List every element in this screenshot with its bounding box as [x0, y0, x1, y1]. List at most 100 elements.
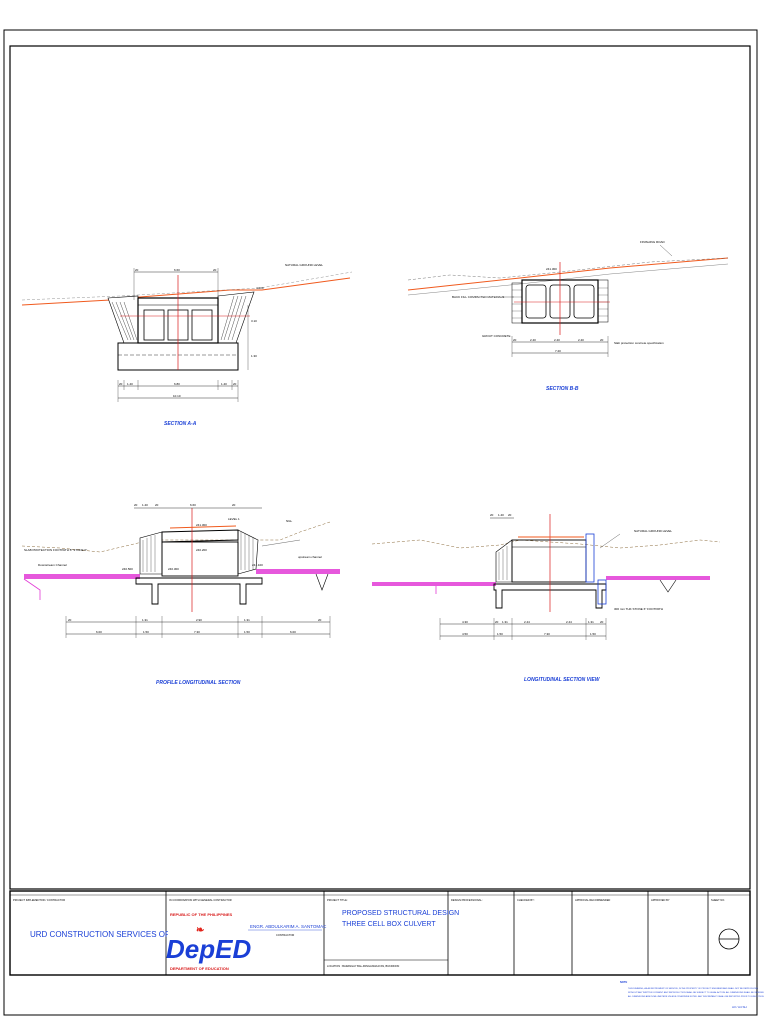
sheet-no-label: SHEET NO. [711, 898, 725, 902]
profile-dim-bottom-2: 1.50 [143, 630, 149, 634]
section-b-b: 241.300 FINISHING ROAD BACK FILL COMPACT… [407, 240, 729, 392]
engineer-name: ENGR. ABDULKARIM A. SANTOMAC [250, 924, 327, 929]
section-a-cell-3 [191, 309, 213, 341]
longitudinal-dim-bottom-3: 7.30 [544, 632, 550, 636]
project-title-label: PROJECT TITLE : [327, 898, 349, 902]
section-a-dim-top-2: 6.60 [174, 268, 180, 272]
longitudinal-section-view: NATURAL GROUND LEVEL 300 mm THK STONE 6"… [371, 513, 721, 683]
profile-elev-4: 240.300 [168, 567, 179, 571]
note-heading: NOTE [620, 980, 627, 984]
longitudinal-dim-bottom-1: 4.50 [462, 632, 468, 636]
section-a-overall: 10.10 [173, 394, 181, 398]
profile-dim-top-4: 6.60 [190, 503, 196, 507]
longitudinal-dim-top-2: 1.40 [498, 513, 504, 517]
section-b-elev: 241.300 [546, 267, 557, 271]
deped-logo-top: REPUBLIC OF THE PHILIPPINES [170, 912, 233, 917]
section-b-cell-3 [573, 284, 595, 319]
profile-dim-mid-5: 20 [318, 618, 322, 622]
profile-deck [161, 529, 239, 543]
section-a-embankment-right [217, 291, 255, 344]
longitudinal-dim-top-3: 20 [508, 513, 512, 517]
longitudinal-dim-bottom-4: 1.50 [590, 632, 596, 636]
project-title-line2: THREE CELL BOX CULVERT [342, 921, 436, 928]
engineer-role: CONTRACTOR [276, 933, 294, 937]
profile-dim-mid-4: 1.31 [244, 618, 250, 622]
profile-culvert-body [161, 541, 239, 577]
section-b-ground-label: FINISHING ROAD [640, 240, 666, 244]
profile-channel-right [256, 569, 340, 574]
section-a-ground-line [21, 277, 351, 306]
profile-dim-top-2: 1.40 [142, 503, 148, 507]
implementor-label: PROJECT IMPLEMENTOR / CONTRACTOR [13, 898, 65, 902]
section-b-backfill-right [597, 279, 609, 323]
profile-elev-3: 240.500 [122, 567, 133, 571]
longitudinal-dim-mid-3: 1.31 [502, 620, 508, 624]
longitudinal-dim-mid-1: 4.30 [462, 620, 468, 624]
longitudinal-dim-bottom-2: 1.50 [497, 632, 503, 636]
profile-dim-bottom-5: 6.00 [290, 630, 296, 634]
profile-dim-bottom-3: 7.30 [194, 630, 200, 634]
section-b-dim-bottom-1: 20 [513, 338, 517, 342]
notes: NOTE THIS DRAWING, AS AN INSTRUMENT OF S… [620, 980, 764, 1009]
outer-frame [3, 29, 758, 1016]
profile-left-sub: Downstream Channel [38, 563, 67, 567]
section-a-ground-label: NATURAL GROUND LEVEL [285, 263, 323, 267]
profile-upstream-label: upstream channel [298, 555, 322, 559]
profile-dim-mid-2: 1.31 [142, 618, 148, 622]
longitudinal-ground-dashed [371, 539, 721, 549]
longitudinal-dim-mid-5: 2.44 [566, 620, 572, 624]
section-b-ground-dashed [407, 257, 729, 281]
title-block: PROJECT IMPLEMENTOR / CONTRACTOR URD CON… [9, 890, 751, 976]
longitudinal-culvert-body [511, 539, 587, 583]
profile-dim-top-1: 20 [134, 503, 138, 507]
note-line-3: ALL DIMENSIONS ARE IN MILLIMETERS UNLESS… [628, 995, 764, 998]
section-a-dim-bottom-5: 20 [233, 382, 237, 386]
checked-by-label: CHECKED BY : [517, 898, 536, 902]
longitudinal-dim-mid-2: 20 [495, 620, 499, 624]
longitudinal-title: LONGITUDINAL SECTION VIEW [524, 677, 601, 683]
section-a-elev: 4.000 [256, 286, 264, 290]
profile-level-label: LEVEL 1 [228, 517, 240, 521]
section-a-side-dim-2: 1.30 [251, 354, 257, 358]
section-a-dim-top-1: 20 [135, 268, 139, 272]
section-b-slope-label: Slab protection concrete specification [614, 341, 664, 345]
profile-channel-left [24, 574, 140, 579]
section-b-dim-bottom-3: 2.40 [554, 338, 560, 342]
profile-dim-bottom-4: 1.50 [244, 630, 250, 634]
longitudinal-dim-mid-6: 1.31 [588, 620, 594, 624]
section-a-dim-top-3: 20 [213, 268, 217, 272]
note-line-1: THIS DRAWING, AS AN INSTRUMENT OF SERVIC… [628, 987, 759, 990]
section-a-cell-1 [143, 309, 165, 341]
section-a-dim-bottom-1: 20 [119, 382, 123, 386]
sheet-size: A3 / A4 SH [732, 1005, 747, 1009]
svg-text:❧: ❧ [196, 925, 204, 936]
profile-dim-mid-1: 20 [68, 618, 72, 622]
profile-elev-1: 241.300 [196, 523, 207, 527]
profile-dim-mid-3: 2.90 [196, 618, 202, 622]
section-a-side-dim-1: 3.10 [251, 319, 257, 323]
section-a-dim-bottom-3: 6.80 [174, 382, 180, 386]
profile-dim-bottom-1: 6.00 [96, 630, 102, 634]
longitudinal-channel-left [372, 582, 496, 586]
longitudinal-dim-mid-7: 20 [600, 620, 604, 624]
approval-recommended-label: APPROVAL RECOMMENDED [575, 898, 610, 902]
section-b-dim-bottom-5: 20 [600, 338, 604, 342]
profile-dim-top-5: 20 [232, 503, 236, 507]
section-a-dim-bottom-2: 1.40 [127, 382, 133, 386]
note-line-2: WITHOUT ANY WRITTEN CONSENT. ANY REPRODU… [628, 991, 764, 994]
company-name: URD CONSTRUCTION SERVICES OPC [30, 930, 176, 939]
coordination-label: IN COORDINATION WITH GENERAL CONTRACTOR [169, 898, 232, 902]
section-b-ground-line [407, 257, 729, 291]
profile-elev-5: 241.100 [252, 563, 263, 567]
project-title-line1: PROPOSED STRUCTURAL DESIGN [342, 910, 459, 917]
approved-by-label: APPROVED BY [651, 898, 670, 902]
inner-frame [9, 45, 751, 890]
profile-title: PROFILE LONGITUDINAL SECTION [156, 680, 241, 686]
profile-ground-dashed [21, 521, 331, 553]
longitudinal-dim-top-1: 20 [490, 513, 494, 517]
deped-logo-text: DepED [166, 934, 251, 964]
profile-ngl-label: NGL [286, 519, 293, 523]
longitudinal-ground-label: NATURAL GROUND LEVEL [634, 529, 672, 533]
section-b-grout-label: GROUT CONCRETE [482, 334, 510, 338]
